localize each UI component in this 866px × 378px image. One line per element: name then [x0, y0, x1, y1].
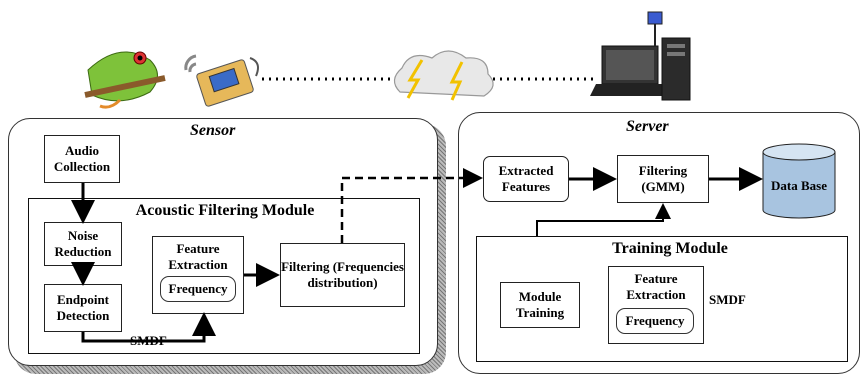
frequency-pill-server: Frequency [616, 308, 694, 334]
module-training-box: Module Training [500, 282, 580, 328]
cloud-lightning-icon [393, 50, 494, 101]
feature-extraction-label-sensor: Feature Extraction [168, 241, 228, 272]
training-module-title: Training Module [612, 240, 728, 257]
filtering-gmm-box: Filtering (GMM) [617, 155, 709, 203]
sensor-title: Sensor [190, 122, 236, 139]
audio-collection-box: Audio Collection [44, 135, 120, 183]
feature-extraction-label-server: Feature Extraction [626, 271, 686, 302]
database-icon [762, 143, 836, 219]
database-label: Data Base [771, 178, 827, 193]
sensor-device-icon [184, 54, 259, 107]
noise-reduction-box: Noise Reduction [44, 222, 122, 266]
extracted-features-box: Extracted Features [483, 156, 569, 202]
acoustic-filtering-module-title: Acoustic Filtering Module [135, 202, 315, 219]
server-computer-icon [590, 11, 691, 101]
smdf-label-server: SMDF [707, 292, 748, 308]
filtering-frequencies-box: Filtering (Frequencies distribution) [280, 243, 405, 307]
frequency-pill-sensor: Frequency [160, 276, 236, 302]
endpoint-detection-box: Endpoint Detection [44, 284, 122, 332]
frog-icon [84, 51, 166, 109]
server-title: Server [626, 118, 669, 135]
